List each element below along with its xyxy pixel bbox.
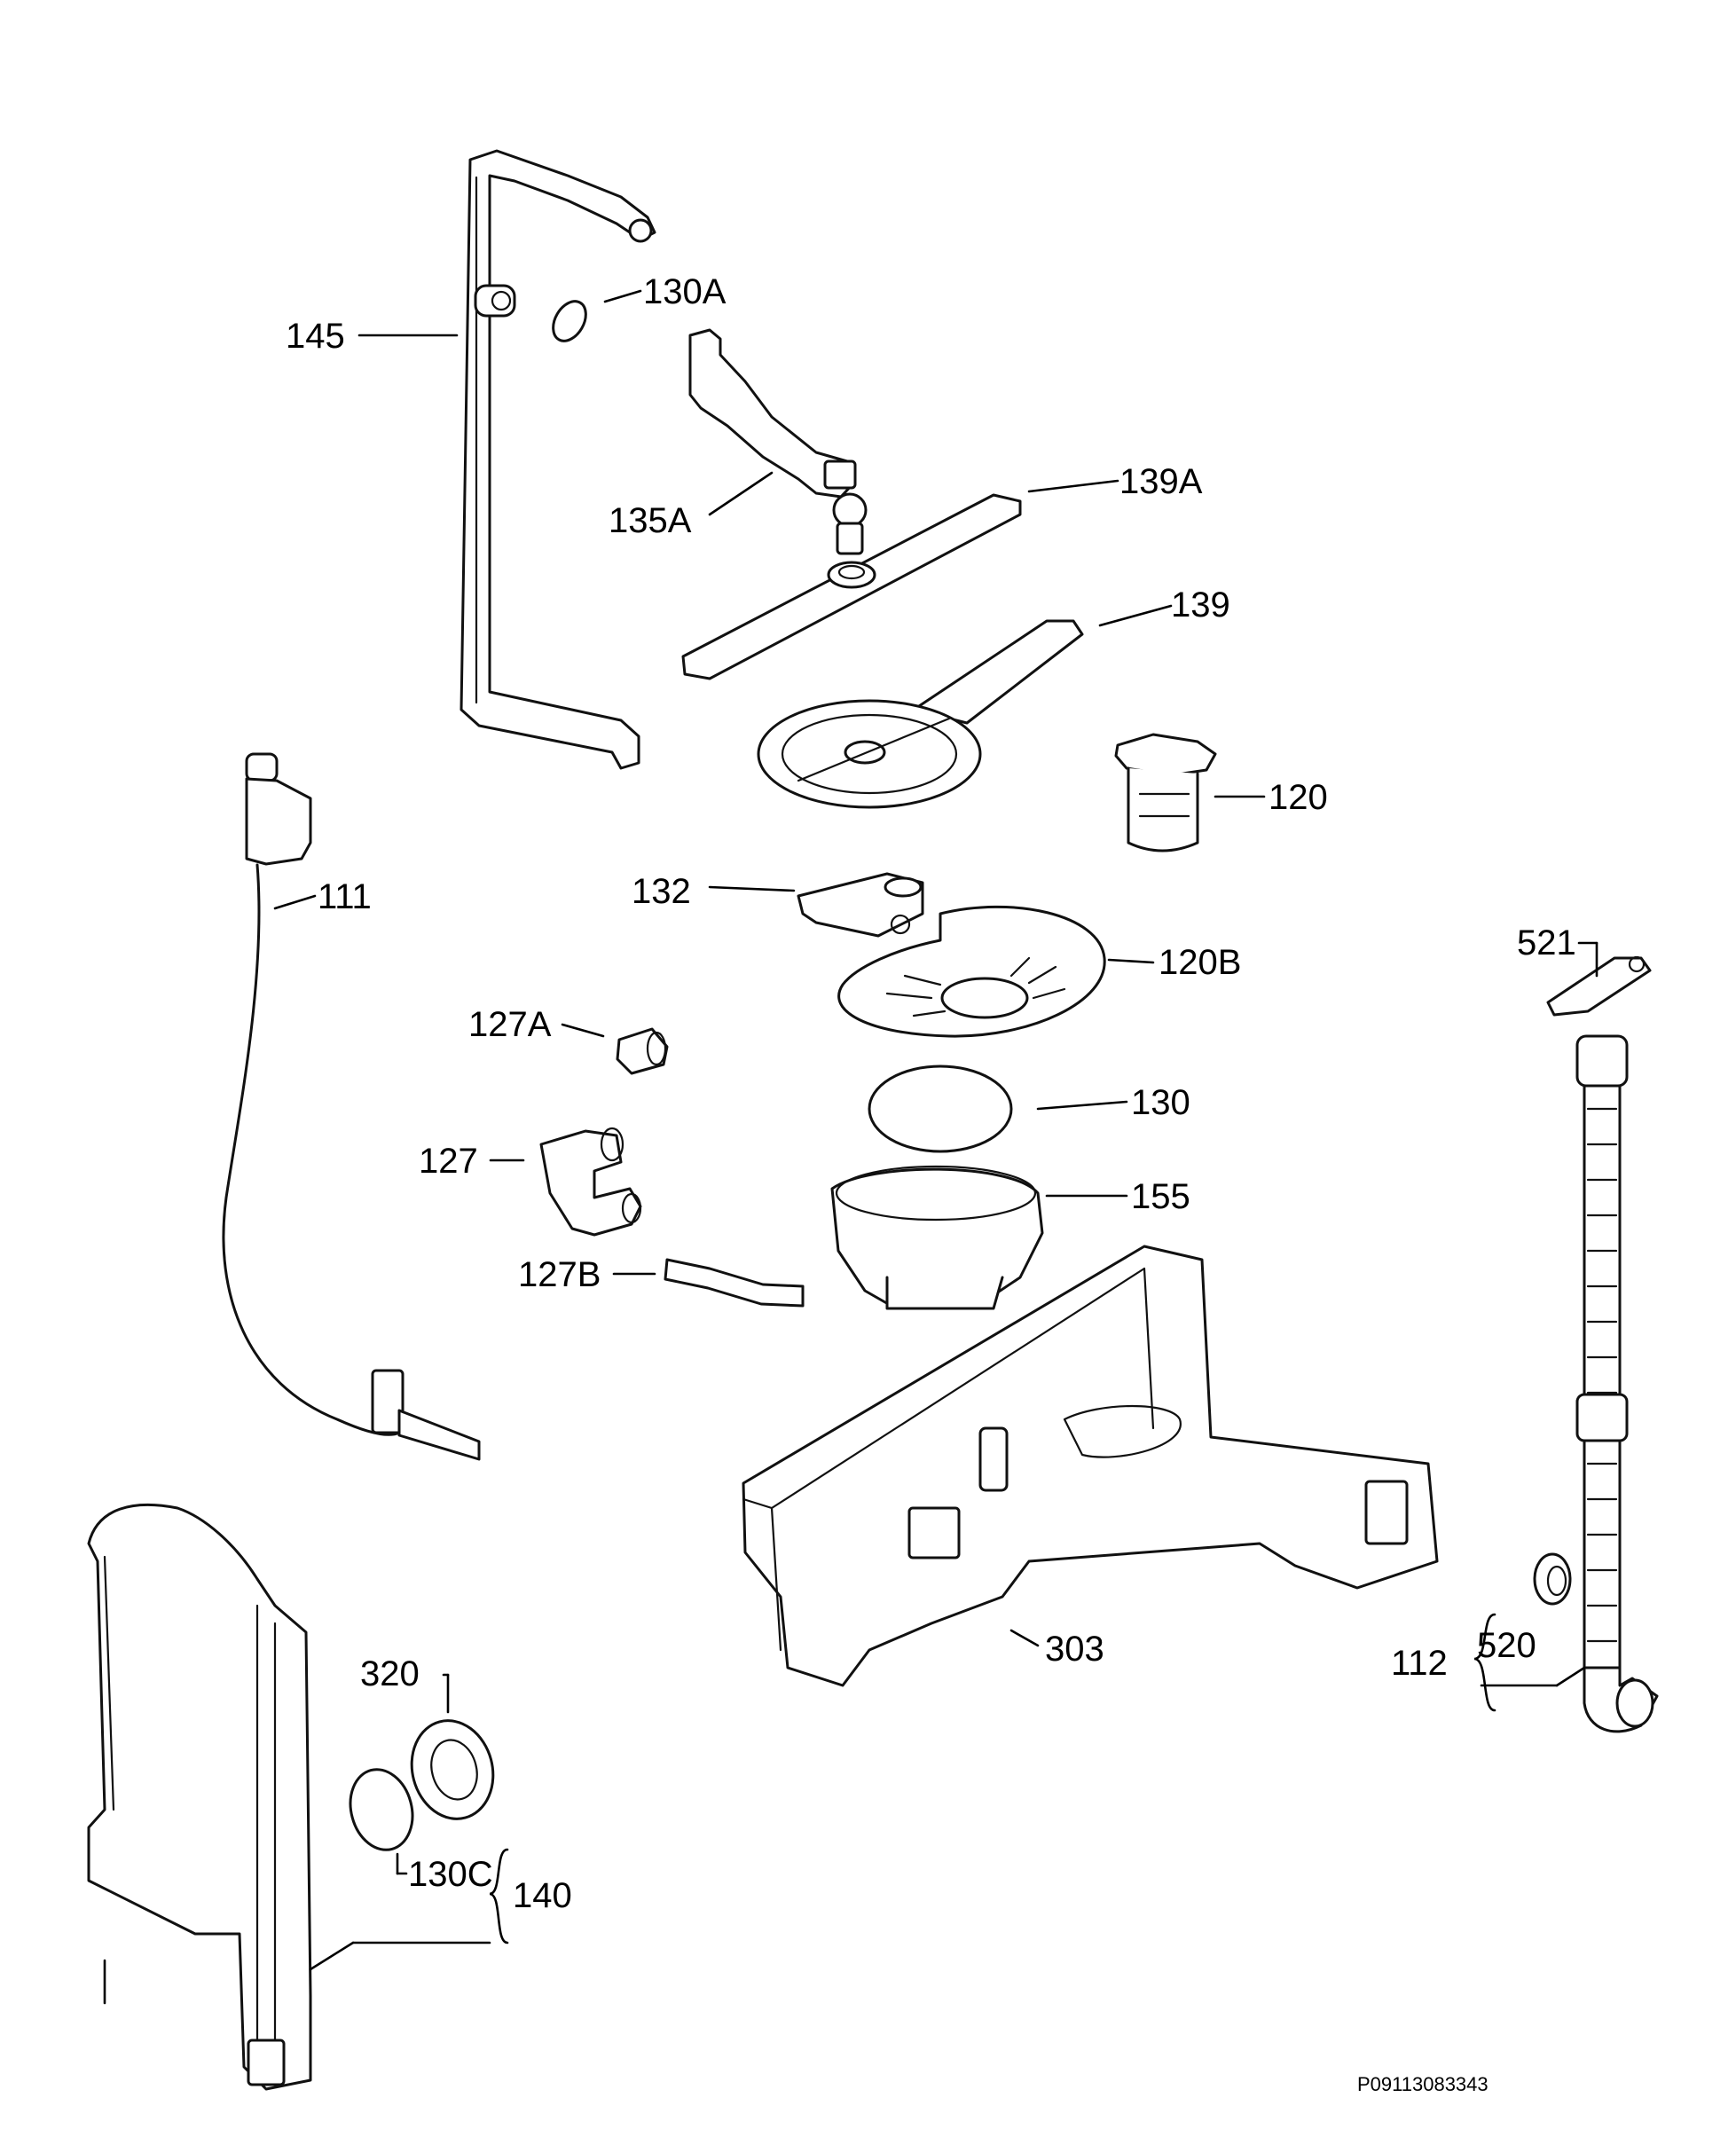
brace-140 (489, 1848, 509, 1944)
label-127A: 127A (468, 1005, 552, 1044)
part-130-seal-ring[interactable] (868, 1064, 1013, 1153)
part-140-cover[interactable] (87, 1503, 312, 2091)
part-127-elbow-pipe[interactable] (539, 1127, 642, 1237)
label-139: 139 (1171, 585, 1230, 625)
label-155: 155 (1131, 1177, 1190, 1216)
part-120-filter[interactable] (1114, 733, 1217, 852)
part-521-clip[interactable] (1546, 955, 1652, 1017)
part-120B-micro-filter[interactable] (837, 905, 1106, 1038)
label-132: 132 (632, 872, 691, 911)
label-320: 320 (360, 1654, 420, 1693)
part-111-inlet-hose[interactable] (222, 752, 481, 1461)
part-155-sump[interactable] (830, 1165, 1044, 1310)
part-139A-upper-spray-arm[interactable] (681, 493, 1022, 680)
label-130: 130 (1131, 1083, 1190, 1122)
label-130C: 130C (408, 1855, 493, 1894)
label-145: 145 (286, 317, 345, 356)
part-132-heater-housing[interactable] (797, 872, 924, 938)
label-120: 120 (1269, 778, 1328, 817)
label-135A: 135A (609, 501, 692, 540)
part-130A-o-ring[interactable] (546, 295, 593, 347)
label-120B: 120B (1159, 943, 1241, 982)
part-520-grommet[interactable] (1533, 1552, 1572, 1606)
part-130C-seal-ring[interactable] (342, 1763, 420, 1857)
part-145-supply-tube[interactable] (460, 149, 656, 770)
label-139A: 139A (1119, 462, 1203, 501)
part-127A-sleeve[interactable] (616, 1027, 669, 1075)
part-303-base[interactable] (742, 1245, 1439, 1687)
brace-112 (1473, 1613, 1496, 1712)
part-320-seal[interactable] (401, 1711, 504, 1827)
part-135A-upper-arm-bracket[interactable] (688, 328, 868, 555)
label-303: 303 (1045, 1630, 1104, 1669)
label-140: 140 (513, 1876, 572, 1915)
label-520: 520 (1477, 1626, 1536, 1665)
part-127B-drain-tube[interactable] (664, 1258, 805, 1308)
label-111: 111 (318, 877, 372, 916)
label-130A: 130A (643, 272, 727, 311)
label-127: 127 (419, 1142, 478, 1181)
label-112: 112 (1391, 1644, 1448, 1683)
leader-lines (103, 289, 1599, 2005)
part-139-lower-spray-arm[interactable] (757, 619, 1084, 809)
part-labels: 145 130A 135A 139A 139 120 111 132 120B … (286, 272, 1576, 1915)
label-127B: 127B (518, 1255, 601, 1294)
drawing-code: P09113083343 (1357, 2073, 1489, 2095)
label-521: 521 (1517, 923, 1576, 962)
part-112-drain-hose[interactable] (1575, 1034, 1659, 1733)
